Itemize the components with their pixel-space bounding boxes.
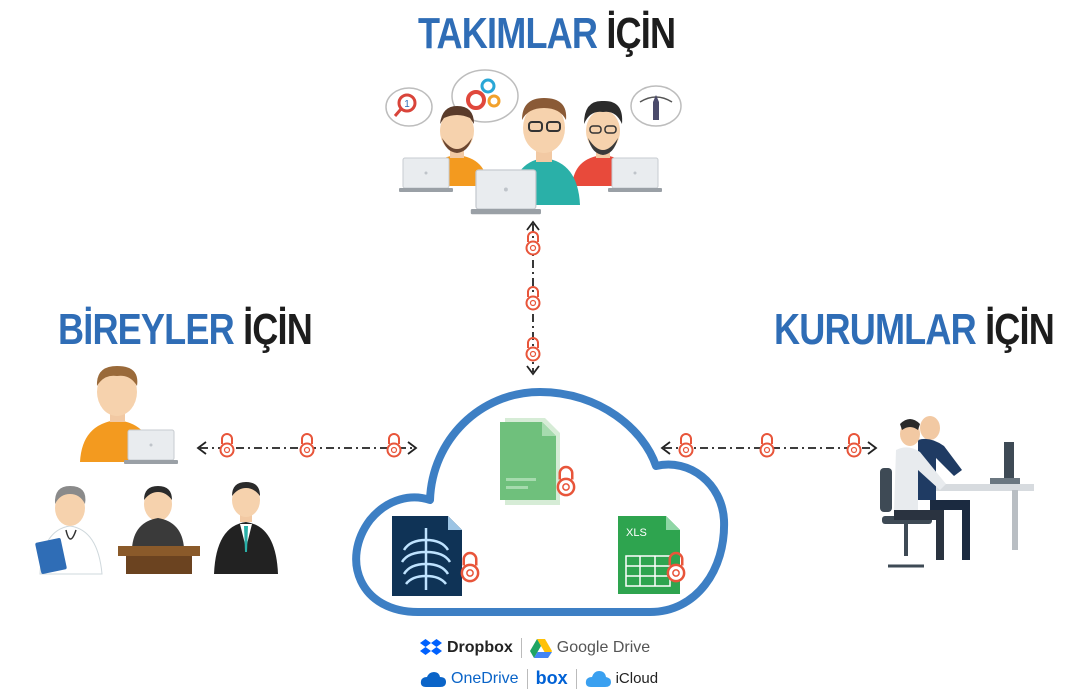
teams-cloud-connector [525, 220, 541, 376]
corporations-heading: KURUMLAR İÇİN [774, 305, 1055, 354]
lock-icon [525, 337, 541, 362]
individuals-cloud-connector [196, 433, 418, 458]
judge-illustration [118, 486, 200, 574]
xray-file-icon [392, 516, 480, 596]
laptop-icon [607, 157, 663, 193]
teams-heading-accent: TAKIMLAR [418, 9, 598, 58]
onedrive-label: OneDrive [451, 669, 519, 687]
dropbox-label: Dropbox [447, 639, 513, 656]
teams-heading-suffix: İÇİN [606, 9, 676, 58]
google-drive-logo: Google Drive [529, 638, 651, 658]
individuals-heading-suffix: İÇİN [243, 305, 313, 354]
individual-user-illustration [80, 366, 179, 465]
lock-icon [386, 433, 402, 458]
gears-icon [466, 78, 501, 110]
storage-providers-row-1: Dropbox Google Drive [420, 638, 650, 658]
doctor-illustration [35, 486, 103, 575]
teams-illustration: 1 [385, 69, 682, 215]
businessman-illustration [214, 482, 278, 574]
spreadsheet-file-icon: XLS [618, 516, 686, 594]
storage-providers-row-2: OneDrive box iCloud [420, 668, 658, 689]
lock-icon [678, 433, 694, 458]
lock-icon [759, 433, 775, 458]
icloud-logo: iCloud [585, 670, 659, 687]
document-file-icon [500, 418, 576, 505]
teams-heading: TAKIMLAR İÇİN [418, 9, 676, 58]
magnifier-icon: 1 [393, 93, 417, 117]
corporations-cloud-connector [660, 433, 878, 458]
dropbox-logo: Dropbox [420, 639, 513, 657]
provider-divider [526, 668, 528, 689]
lock-icon [846, 433, 862, 458]
corporations-heading-accent: KURUMLAR [774, 305, 977, 354]
onedrive-logo: OneDrive [420, 670, 519, 688]
box-label: box [535, 668, 568, 688]
dropbox-icon [420, 639, 442, 655]
individuals-heading: BİREYLER İÇİN [58, 305, 313, 354]
provider-divider [520, 638, 522, 658]
onedrive-icon [420, 671, 446, 687]
laptop-icon [470, 169, 542, 215]
google-drive-label: Google Drive [556, 639, 651, 656]
laptop-icon [398, 157, 454, 193]
icloud-label: iCloud [615, 670, 659, 687]
corporations-heading-suffix: İÇİN [985, 305, 1055, 354]
compass-drawing-icon [639, 95, 673, 120]
spreadsheet-type-label: XLS [626, 527, 647, 539]
svg-text:1: 1 [404, 99, 410, 110]
lock-icon [299, 433, 315, 458]
google-drive-icon [529, 638, 552, 658]
box-logo: box [536, 668, 568, 689]
lock-icon [525, 231, 541, 256]
provider-divider [575, 668, 577, 689]
individuals-heading-accent: BİREYLER [58, 305, 235, 354]
icloud-icon [585, 671, 611, 687]
lock-icon [219, 433, 235, 458]
office-workers-illustration [880, 416, 1034, 568]
laptop-icon [123, 429, 179, 465]
